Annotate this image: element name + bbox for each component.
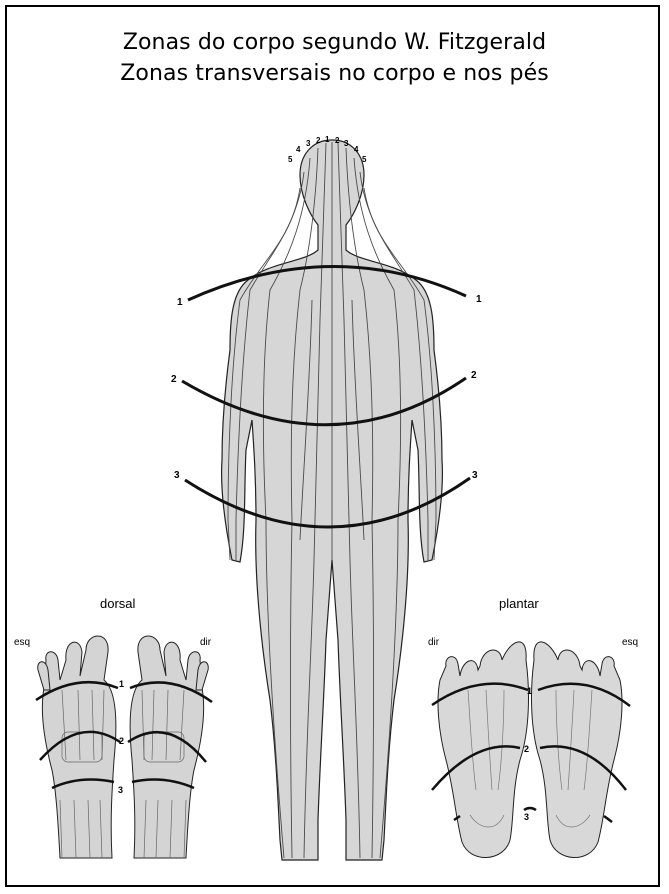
- head-num: 1: [325, 135, 330, 144]
- plantar-feet: plantar dir esq 1 2 3: [428, 596, 638, 858]
- line-3-right-label: 3: [472, 470, 478, 481]
- dorsal-num-1: 1: [119, 679, 124, 689]
- head-num: 5: [362, 155, 367, 164]
- head-num: 4: [354, 145, 359, 154]
- head-num: 5: [288, 155, 293, 164]
- plantar-num-2: 2: [524, 744, 529, 754]
- head-num: 3: [344, 139, 349, 148]
- dorsal-caption: dorsal: [100, 596, 136, 611]
- dorsal-feet: dorsal esq dir 1 2: [14, 596, 212, 858]
- head-num: 2: [316, 136, 321, 145]
- line-1-right-label: 1: [476, 294, 482, 305]
- dorsal-num-2: 2: [119, 736, 124, 746]
- line-1-left-label: 1: [177, 297, 183, 308]
- dorsal-foot-left: [38, 636, 116, 858]
- dorsal-right-label: dir: [200, 637, 212, 648]
- dorsal-num-3: 3: [118, 785, 123, 795]
- plantar-right-label: esq: [622, 637, 638, 648]
- line-2-left-label: 2: [171, 374, 177, 385]
- line-2-right-label: 2: [471, 370, 477, 381]
- plantar-left-label: dir: [428, 637, 440, 648]
- dorsal-left-label: esq: [14, 637, 30, 648]
- plantar-num-1: 1: [527, 686, 532, 696]
- head-num: 3: [306, 139, 311, 148]
- plantar-num-3: 3: [524, 812, 529, 822]
- head-num: 4: [296, 145, 301, 154]
- dorsal-foot-right: [130, 636, 208, 858]
- plantar-caption: plantar: [499, 596, 539, 611]
- body-figure: 5 4 3 2 1 2 3 4 5 1 1 2 2 3 3: [171, 135, 482, 860]
- head-num: 2: [335, 136, 340, 145]
- line-3-left-label: 3: [174, 470, 180, 481]
